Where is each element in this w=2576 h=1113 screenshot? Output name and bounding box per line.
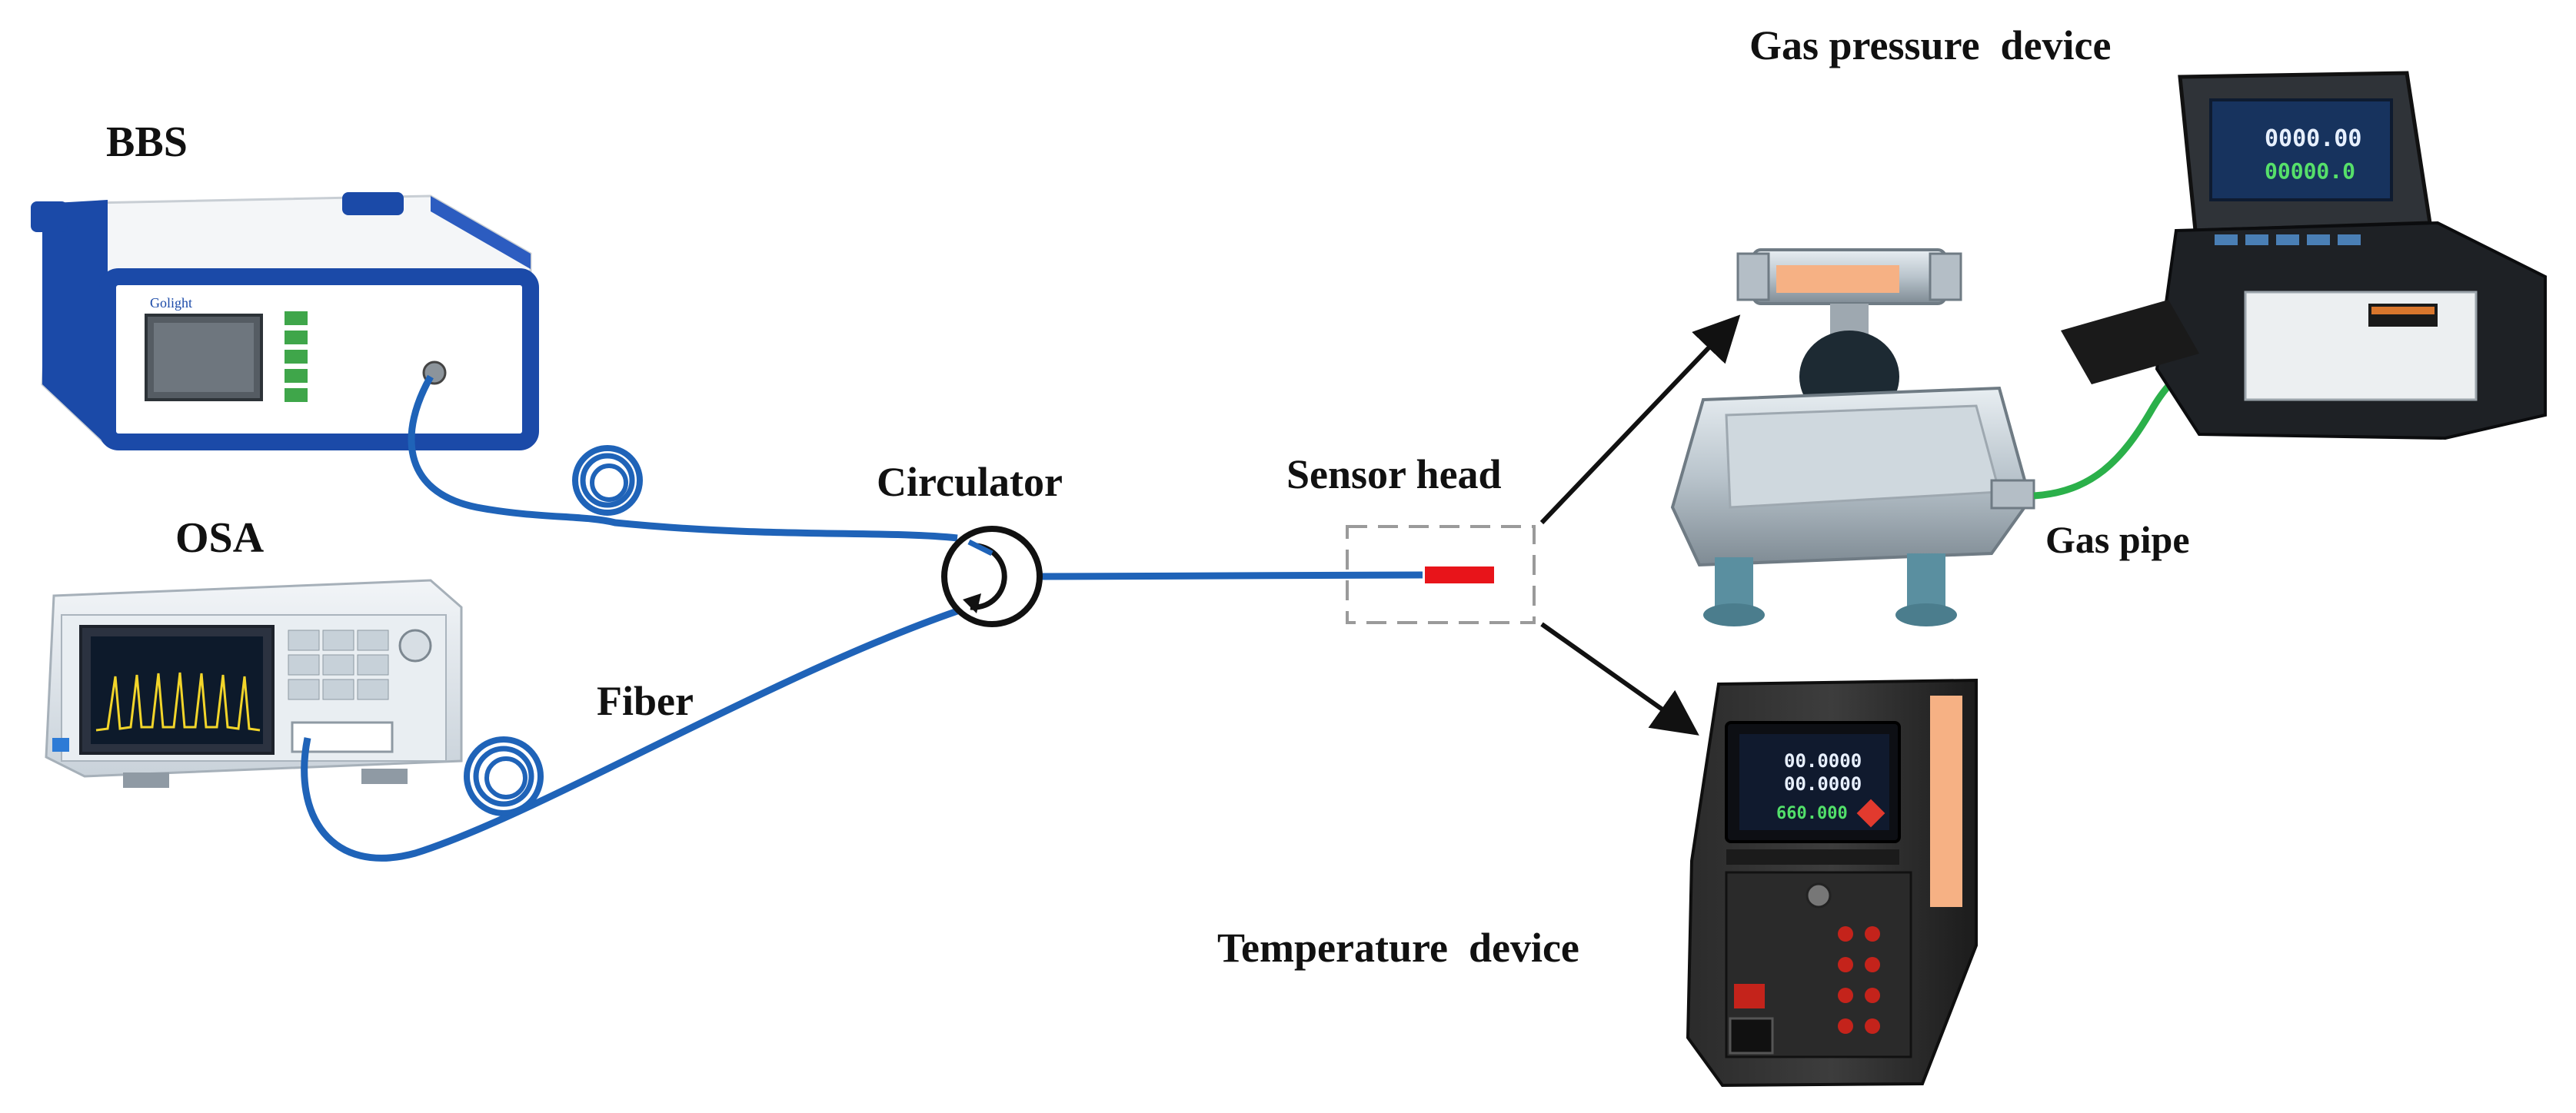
pressure-reading-bottom: 00000.0 (2265, 158, 2355, 184)
temp-reading-1: 00.0000 (1784, 750, 1862, 772)
temp-reading-2: 00.0000 (1784, 773, 1862, 795)
sensor-head (1346, 525, 1536, 624)
arrow-to-temperature (1540, 622, 1699, 736)
label-temperature-device: Temperature device (1217, 925, 1579, 971)
osa-spectrum-trace (95, 672, 261, 732)
temp-reading-3: 660.000 (1776, 804, 1848, 823)
sensor-element (1425, 566, 1494, 583)
fiber-bbs-to-circulator (408, 374, 958, 542)
temperature-device: 00.0000 00.0000 660.000 (1686, 678, 1978, 1088)
bbs-device: Golight (31, 192, 539, 450)
fiber-osa-to-circulator (301, 607, 959, 862)
bbs-button-column (285, 311, 308, 402)
label-sensor-head: Sensor head (1286, 451, 1502, 497)
arrow-to-gas-pressure (1539, 314, 1741, 525)
pressure-reading-top: 0000.00 (2265, 125, 2361, 152)
label-fiber: Fiber (597, 678, 694, 724)
temp-terminals (1838, 926, 1880, 1034)
osa-device (45, 579, 463, 788)
label-gas-pipe: Gas pipe (2045, 518, 2190, 561)
label-osa: OSA (175, 514, 265, 562)
label-bbs: BBS (106, 118, 188, 166)
pressure-fixture (1670, 248, 2035, 626)
circulator-icon (941, 526, 1043, 627)
bbs-brand: Golight (150, 295, 192, 311)
controller-keys (2215, 234, 2361, 245)
gas-pressure-controller: 0000.00 00000.0 (2061, 71, 2547, 440)
label-circulator: Circulator (877, 459, 1063, 505)
label-gas-pressure-device: Gas pressure device (1749, 22, 2112, 68)
fiber-circulator-to-sensor (1041, 571, 1423, 580)
osa-keypad (288, 629, 432, 700)
